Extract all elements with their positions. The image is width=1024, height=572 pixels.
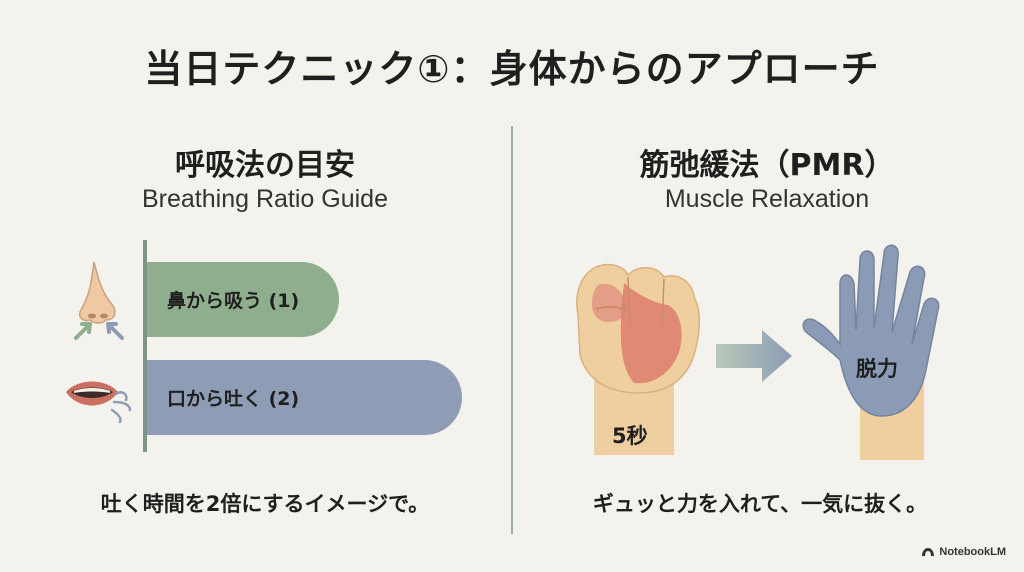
inhale-label: 鼻から吸う (1) <box>167 290 300 312</box>
open-hand-icon <box>802 244 940 460</box>
hand-relax-label: 脱力 <box>856 357 898 381</box>
exhale-label: 口から吐く (2) <box>167 388 300 410</box>
breathing-heading-en: Breathing Ratio Guide <box>142 185 388 213</box>
arrow-right-icon <box>716 330 792 382</box>
fist-icon <box>576 263 700 455</box>
inhale-bar: 鼻から吸う (1) <box>147 262 339 337</box>
ratio-axis <box>143 240 147 452</box>
pmr-heading-jp: 筋弛緩法（PMR） <box>639 148 895 183</box>
brand-watermark: NotebookLM <box>921 546 1006 558</box>
breathing-heading-jp: 呼吸法の目安 <box>175 148 355 183</box>
page-title: 当日テクニック①：身体からのアプローチ <box>144 47 880 91</box>
nose-icon <box>74 261 124 340</box>
mouth-icon <box>66 381 132 424</box>
breathing-caption: 吐く時間を2倍にするイメージで。 <box>100 492 430 516</box>
pmr-caption: ギュッと力を入れて、一気に抜く。 <box>592 492 928 516</box>
fist-duration-label: 5秒 <box>612 424 648 448</box>
center-divider <box>511 126 513 534</box>
exhale-bar: 口から吐く (2) <box>147 360 462 435</box>
pmr-heading-en: Muscle Relaxation <box>664 185 870 213</box>
notebooklm-logo-icon <box>922 548 935 556</box>
brand-name: NotebookLM <box>939 546 1006 558</box>
